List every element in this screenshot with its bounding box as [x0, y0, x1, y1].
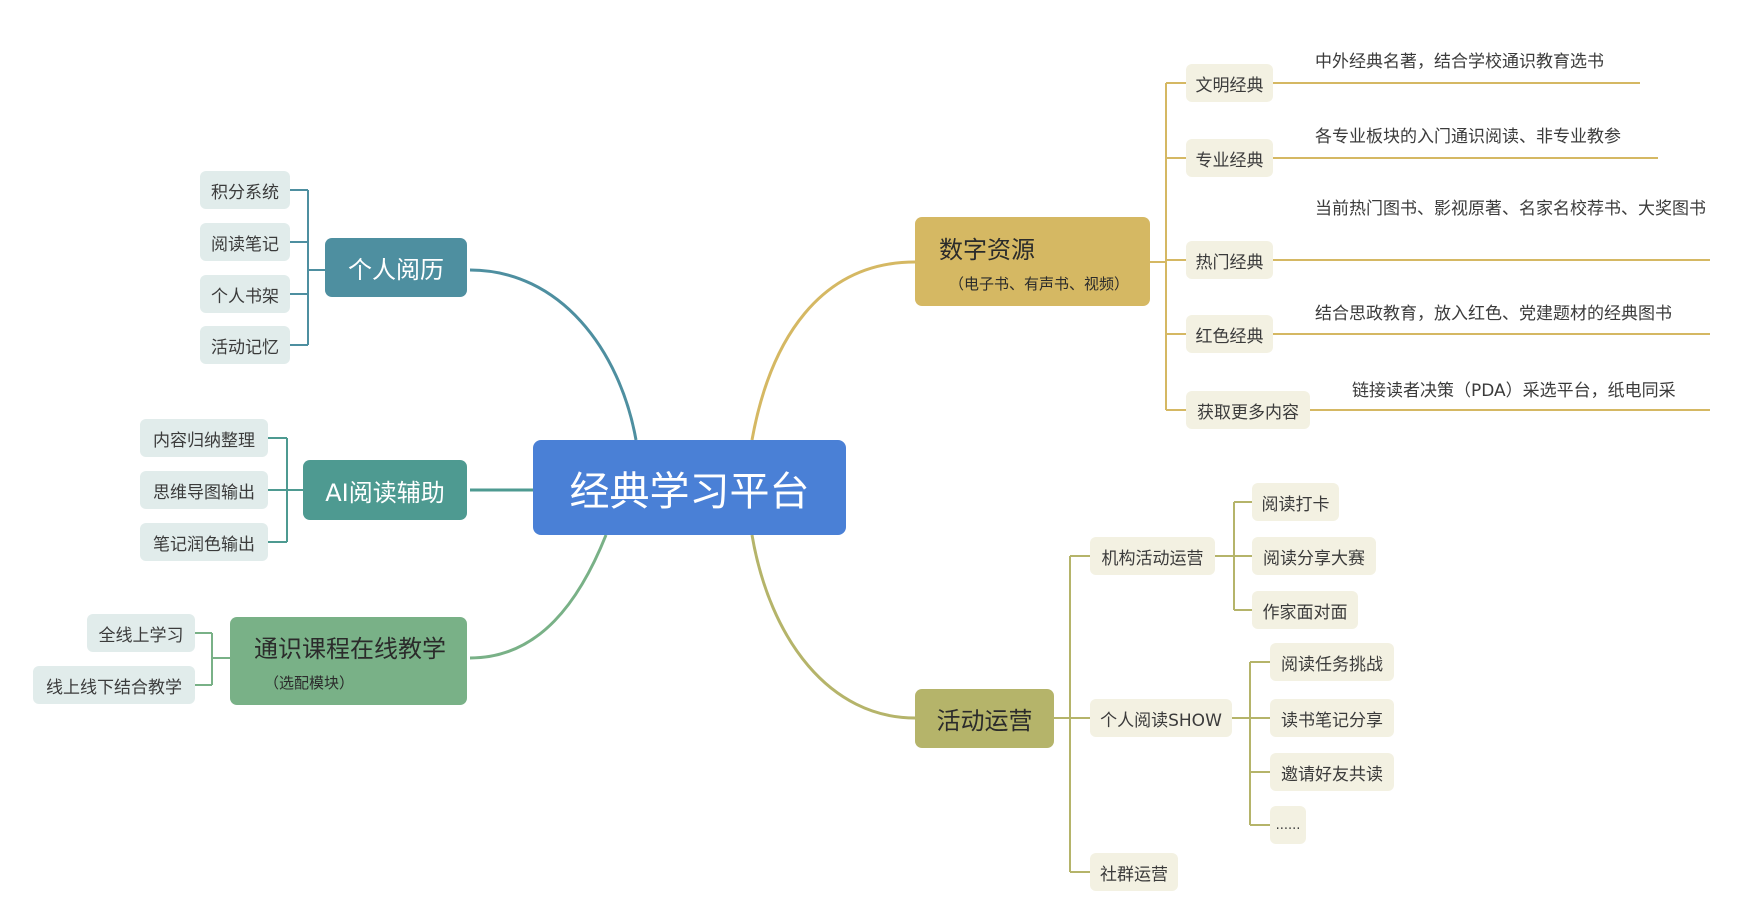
note-civilization-classics: 中外经典名著，结合学校通识教育选书 — [1315, 52, 1604, 72]
branch-course-label: 通识课程在线教学 — [254, 635, 446, 663]
branch-course[interactable]: 通识课程在线教学 （选配模块） — [230, 617, 467, 705]
note-red-classics: 结合思政教育，放入红色、党建题材的经典图书 — [1315, 304, 1672, 324]
leaf-reading-notes[interactable]: 阅读笔记 — [200, 223, 290, 261]
leaf-reading-checkin[interactable]: 阅读打卡 — [1252, 483, 1339, 521]
root-node[interactable]: 经典学习平台 — [533, 440, 846, 535]
leaf-more-items[interactable]: ...... — [1270, 806, 1306, 844]
leaf-community-ops[interactable]: 社群运营 — [1090, 853, 1178, 891]
note-professional-classics: 各专业板块的入门通识阅读、非专业教参 — [1315, 127, 1621, 147]
leaf-blended-teaching[interactable]: 线上线下结合教学 — [33, 666, 195, 704]
note-popular-classics: 当前热门图书、影视原著、名家名校荐书、大奖图书 — [1315, 199, 1706, 219]
leaf-reading-contest[interactable]: 阅读分享大赛 — [1252, 537, 1376, 575]
leaf-bookshelf[interactable]: 个人书架 — [200, 275, 290, 313]
leaf-activity-memory[interactable]: 活动记忆 — [200, 326, 290, 364]
connector-root-activity — [750, 534, 916, 720]
connector-activity-children — [1054, 555, 1090, 873]
connector-digital-children — [1150, 82, 1186, 411]
connector-root-digital — [750, 260, 916, 441]
connector-course-leaves — [195, 632, 230, 686]
branch-digital[interactable]: 数字资源 （电子书、有声书、视频） — [915, 217, 1150, 306]
branch-digital-sub: （电子书、有声书、视频） — [949, 274, 1130, 293]
connector-digital-underlines — [1273, 82, 1710, 411]
leaf-professional-classics[interactable]: 专业经典 — [1186, 139, 1273, 177]
leaf-popular-classics[interactable]: 热门经典 — [1186, 241, 1273, 279]
leaf-online-learning[interactable]: 全线上学习 — [87, 614, 195, 652]
leaf-author-meet[interactable]: 作家面对面 — [1252, 591, 1358, 629]
leaf-note-polish[interactable]: 笔记润色输出 — [140, 523, 268, 561]
leaf-civilization-classics[interactable]: 文明经典 — [1186, 64, 1273, 102]
connector-ai-leaves — [268, 437, 303, 543]
branch-ai[interactable]: AI阅读辅助 — [303, 460, 467, 520]
leaf-org-activities[interactable]: 机构活动运营 — [1090, 537, 1215, 575]
note-more-content: 链接读者决策（PDA）采选平台，纸电同采 — [1352, 381, 1676, 401]
connector-show-leaves — [1232, 661, 1270, 826]
leaf-more-content[interactable]: 获取更多内容 — [1186, 391, 1310, 429]
branch-personal[interactable]: 个人阅历 — [325, 238, 467, 297]
leaf-note-sharing[interactable]: 读书笔记分享 — [1270, 699, 1394, 737]
connector-org-leaves — [1215, 501, 1252, 611]
connector-root-personal — [469, 268, 638, 441]
connector-root-course — [469, 534, 608, 660]
branch-digital-label: 数字资源 — [939, 235, 1035, 264]
branch-course-sub: （选配模块） — [264, 674, 355, 692]
connector-personal-leaves — [290, 189, 325, 346]
leaf-personal-show[interactable]: 个人阅读SHOW — [1090, 699, 1232, 737]
leaf-mindmap-output[interactable]: 思维导图输出 — [140, 471, 268, 509]
leaf-red-classics[interactable]: 红色经典 — [1186, 315, 1273, 353]
leaf-task-challenge[interactable]: 阅读任务挑战 — [1270, 643, 1394, 681]
leaf-content-summary[interactable]: 内容归纳整理 — [140, 419, 268, 457]
leaf-points-system[interactable]: 积分系统 — [200, 171, 290, 209]
branch-activity[interactable]: 活动运营 — [915, 689, 1054, 748]
leaf-invite-friends[interactable]: 邀请好友共读 — [1270, 753, 1394, 791]
